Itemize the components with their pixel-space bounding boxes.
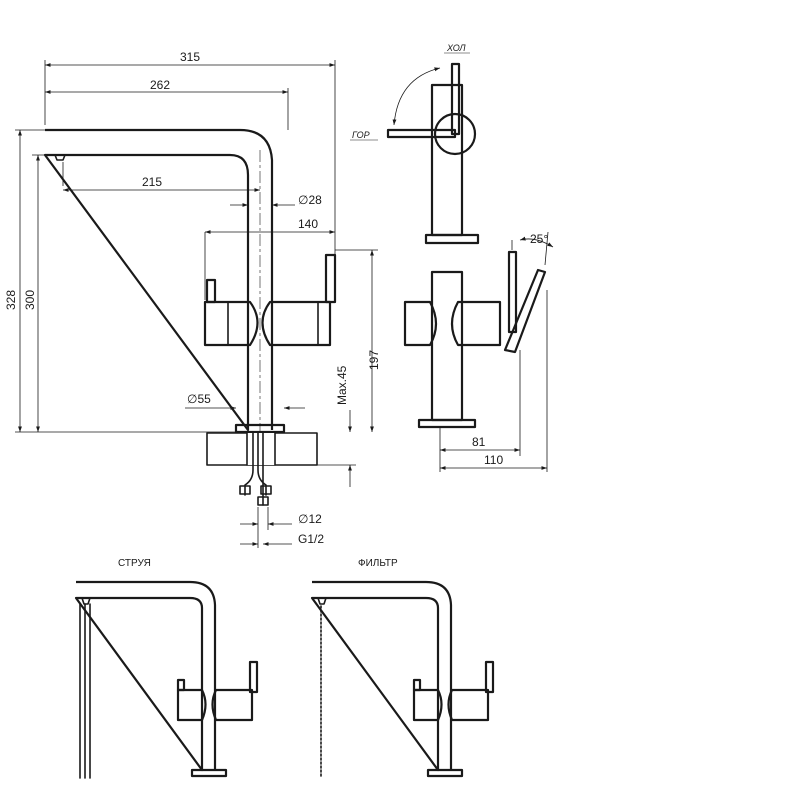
left-handle: [205, 278, 217, 304]
lever-cold-position: [450, 62, 461, 136]
lever-view: ХОЛ ГОР: [350, 43, 480, 245]
dim-body-diameter: ∅28: [298, 193, 322, 207]
dim-thread: G1/2: [298, 532, 324, 546]
dim-max-deck: Max.45: [335, 365, 349, 405]
right-handle: [324, 253, 337, 304]
side-lever-tilted: [503, 268, 547, 354]
label-hot: ГОР: [352, 130, 370, 140]
jet-mode-view: СТРУЯ: [74, 558, 259, 779]
dim-hose-diameter: ∅12: [298, 512, 322, 526]
base-plate: [234, 423, 286, 434]
dim-total-height: 328: [4, 290, 18, 310]
dim-base-diameter: ∅55: [187, 392, 211, 406]
caption-jet: СТРУЯ: [118, 558, 151, 569]
dim-aerator-offset: 215: [142, 175, 162, 189]
dim-side-depth: 81: [472, 435, 486, 449]
dim-handles-span: 140: [298, 217, 318, 231]
supply-hoses: [244, 432, 267, 506]
filter-mode-view: ФИЛЬТР: [310, 558, 495, 779]
rotation-arc: [392, 67, 441, 126]
dim-side-total: 110: [484, 453, 503, 467]
side-lever-upright: [507, 250, 518, 334]
lever-hot-position: [386, 128, 457, 139]
label-cold: ХОЛ: [446, 43, 466, 53]
aerator: [54, 154, 66, 161]
dim-total-width: 315: [180, 50, 200, 64]
side-body: [403, 300, 502, 347]
dim-handle-height: 197: [367, 350, 381, 370]
mixer-body: [203, 300, 332, 347]
caption-filter: ФИЛЬТР: [358, 558, 398, 569]
side-view: 25° 81 110: [403, 231, 554, 472]
dim-lever-angle: 25°: [530, 232, 548, 246]
spout-outline: [43, 128, 274, 432]
lever-hub: [433, 112, 477, 156]
dim-spout-reach: 262: [150, 78, 170, 92]
dim-spout-height: 300: [23, 290, 37, 310]
front-view: 315 262 215 ∅28 140 ∅55 328 300 197 Max.…: [4, 50, 381, 548]
